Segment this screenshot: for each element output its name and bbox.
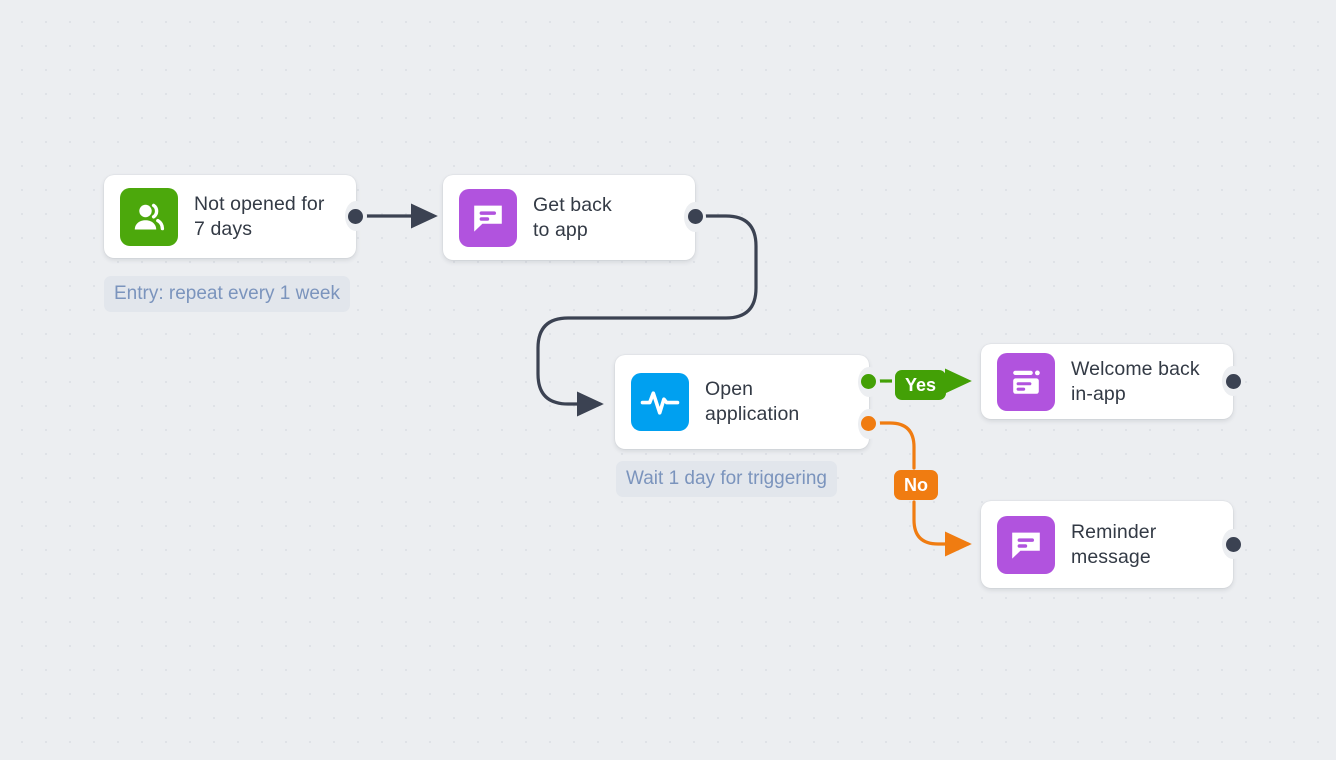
users-group-icon xyxy=(120,187,178,246)
node-reminder-message[interactable]: Reminder message xyxy=(981,501,1244,588)
edge-no-lower xyxy=(912,500,972,557)
node-welcome-back-in-app[interactable]: Welcome back in-app xyxy=(981,344,1244,419)
message-bubble-icon xyxy=(459,188,517,247)
port-not-opened-out[interactable] xyxy=(348,209,363,224)
node-label: Not opened for 7 days xyxy=(194,192,325,240)
node-not-opened[interactable]: Not opened for 7 days xyxy=(104,175,367,258)
node-label: Welcome back in-app xyxy=(1071,357,1200,405)
port-reminder-out[interactable] xyxy=(1226,537,1241,552)
node-open-application[interactable]: Open application xyxy=(615,355,880,449)
node-label: Get back to app xyxy=(533,193,612,241)
port-open-app-no[interactable] xyxy=(861,416,876,431)
branch-badge-yes[interactable]: Yes xyxy=(895,370,947,400)
message-bubble-icon xyxy=(997,515,1055,574)
wait-caption: Wait 1 day for triggering xyxy=(616,461,837,497)
node-label: Reminder message xyxy=(1071,520,1157,568)
entry-caption: Entry: repeat every 1 week xyxy=(104,276,350,312)
port-welcome-out[interactable] xyxy=(1226,374,1241,389)
edge-no-upper xyxy=(874,421,916,470)
branch-badge-no[interactable]: No xyxy=(894,470,938,500)
activity-pulse-icon xyxy=(631,373,689,431)
in-app-window-icon xyxy=(997,352,1055,411)
port-open-app-yes[interactable] xyxy=(861,374,876,389)
port-get-back-out[interactable] xyxy=(688,209,703,224)
node-get-back-to-app[interactable]: Get back to app xyxy=(443,175,706,260)
node-label: Open application xyxy=(705,378,800,425)
